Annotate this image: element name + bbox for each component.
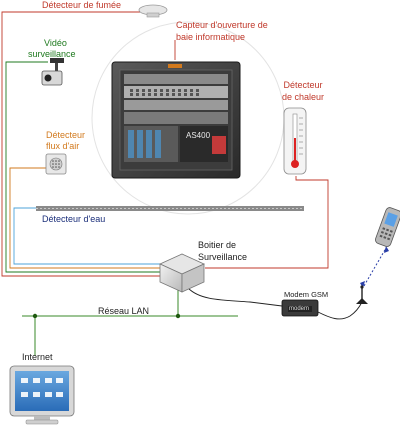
modem-face-label: modem bbox=[289, 306, 310, 312]
air-label-line2: flux d'air bbox=[46, 141, 80, 151]
internet-label: Internet bbox=[22, 352, 53, 362]
monitoring-box-icon bbox=[159, 253, 205, 293]
cabinet-sensor-label-line2: baie informatique bbox=[176, 32, 246, 42]
air-label-line1: Détecteur bbox=[46, 130, 86, 140]
wireless-link bbox=[363, 247, 387, 287]
video-label-line1: Vidéo bbox=[44, 38, 67, 48]
water-detector-label: Détecteur d'eau bbox=[42, 214, 106, 224]
server-model-label: AS400 bbox=[186, 131, 211, 140]
mobile-phone-icon bbox=[375, 207, 400, 247]
modem-label: Modem GSM bbox=[284, 290, 329, 299]
smoke-detector-wire bbox=[1, 11, 160, 277]
smoke-detector-icon bbox=[138, 4, 168, 18]
wireless-arrow-up bbox=[384, 246, 389, 253]
gsm-modem-icon bbox=[281, 299, 319, 317]
lan-line bbox=[22, 290, 238, 356]
lan-node-box bbox=[175, 313, 181, 319]
heat-detector-wire bbox=[205, 176, 329, 269]
smoke-detector-label: Détecteur de fumée bbox=[42, 0, 122, 10]
lan-node-internet bbox=[32, 313, 38, 319]
box-modem-cable bbox=[187, 287, 283, 307]
heat-label-line2: de chaleur bbox=[281, 92, 325, 102]
water-detector-cable bbox=[36, 206, 304, 211]
box-label-line2: Surveillance bbox=[198, 252, 248, 262]
box-label-line1: Boitier de bbox=[198, 240, 237, 250]
server-rack-icon bbox=[111, 61, 241, 179]
lan-label: Réseau LAN bbox=[98, 306, 150, 316]
modem-antenna-cable bbox=[317, 301, 363, 320]
antenna-icon bbox=[356, 285, 368, 304]
cabinet-sensor-label-line1: Capteur d'ouverture de bbox=[176, 20, 268, 30]
computer-monitor-icon bbox=[9, 365, 75, 425]
air-sensor-wire bbox=[9, 167, 160, 269]
water-wire bbox=[13, 207, 160, 265]
heat-label-line1: Détecteur bbox=[283, 80, 323, 90]
airflow-sensor-icon bbox=[45, 153, 67, 175]
camera-icon bbox=[41, 58, 64, 86]
thermometer-icon bbox=[283, 107, 307, 175]
wireless-arrow-down bbox=[360, 281, 365, 288]
video-label-line2: surveillance bbox=[28, 49, 76, 59]
video-wire bbox=[5, 61, 160, 273]
